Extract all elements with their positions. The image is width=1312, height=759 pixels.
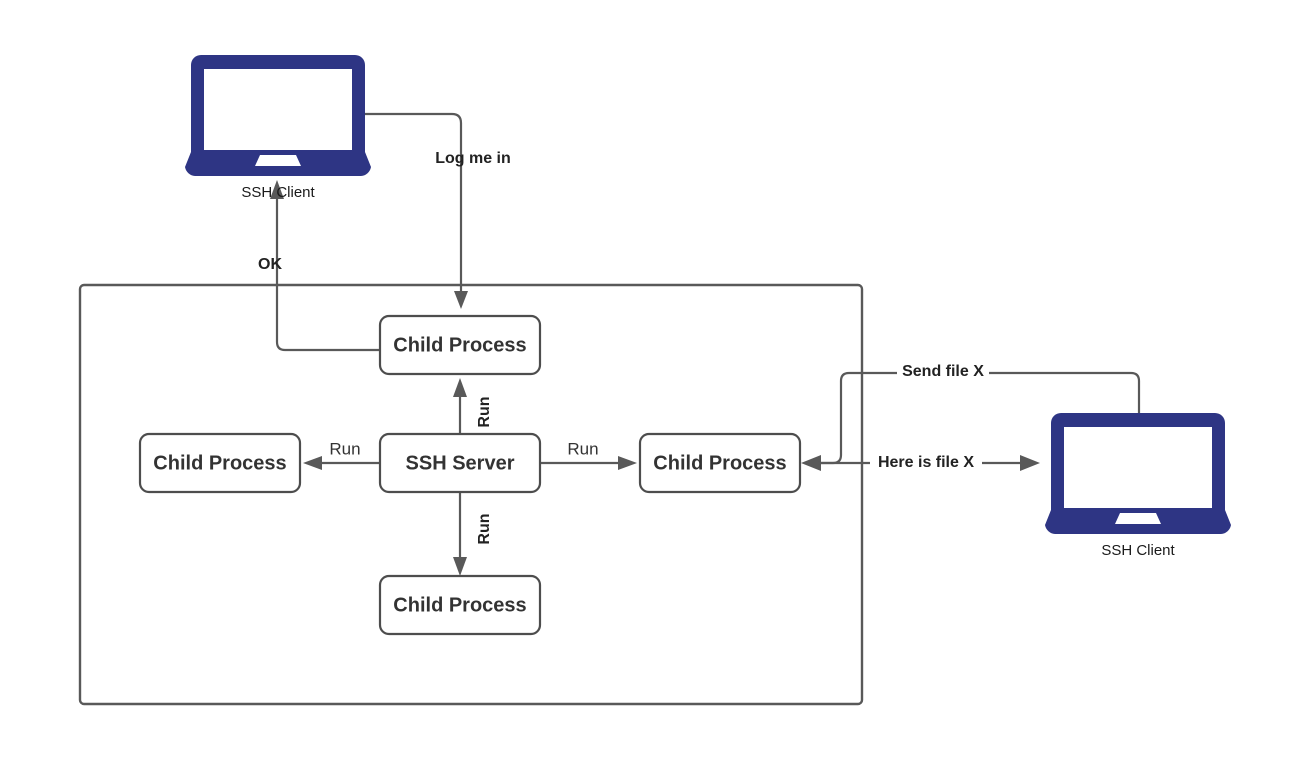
device-label-ssh-client-right: SSH Client [1101,542,1175,559]
laptop-trackpad-icon [255,155,301,166]
edge-label-ok: OK [258,256,282,273]
node-child-bottom-label: Child Process [393,594,526,616]
node-ssh-server[interactable]: SSH Server [378,432,542,494]
arrow-head-icon [270,180,284,199]
node-ssh-server-label: SSH Server [406,452,515,474]
node-child-top[interactable]: Child Process [378,314,542,376]
device-label-ssh-client-top: SSH Client [241,184,315,201]
arrow-head-icon [1020,455,1040,471]
device-ssh-client-right[interactable]: SSH Client [1045,413,1231,559]
edge-label-run-right: Run [567,439,598,458]
node-child-bottom-rect[interactable] [378,574,542,636]
arrow-head-icon [453,378,467,397]
edge-ok: OK [258,180,380,352]
edge-log-me-in: Log me in [358,112,511,309]
node-child-left[interactable]: Child Process [138,432,302,494]
arrow-head-icon [303,456,322,470]
edge-run-up: Run [453,378,493,434]
device-ssh-client-top[interactable]: SSH Client [185,55,371,201]
node-child-right-label: Child Process [653,452,786,474]
arrow-head-icon [454,291,468,309]
edge-run-left: Run [303,439,380,470]
edge-log-me-in-line [358,112,463,294]
edge-send-file-x-line [818,371,1141,465]
edge-label-log-me-in: Log me in [435,150,511,167]
edge-label-run-up: Run [476,396,493,427]
arrow-head-icon [618,456,637,470]
ssh-server-host-container [78,283,864,706]
node-child-left-label: Child Process [153,452,286,474]
edge-run-right: Run [540,439,637,470]
laptop-trackpad-icon [1115,513,1161,524]
edge-label-send-file-x-text: Send file X [902,363,984,380]
node-child-right-rect[interactable] [638,432,802,494]
node-child-right[interactable]: Child Process [638,432,802,494]
label-backing-here-is-file-x [870,453,982,473]
node-ssh-server-rect[interactable] [378,432,542,494]
laptop-icon[interactable] [191,55,365,156]
node-child-bottom[interactable]: Child Process [378,574,542,636]
laptop-icon[interactable] [1051,413,1225,514]
arrow-head-icon [801,455,821,471]
edge-label-run-down: Run [476,513,493,544]
edge-label-here-is-file-x: Here is file X [878,454,974,471]
edge-send-file-x: Send file X Send file X [801,362,1141,471]
label-backing-send-file-x [897,362,989,382]
edge-label-run-left: Run [329,439,360,458]
node-child-top-label: Child Process [393,334,526,356]
node-child-left-rect[interactable] [138,432,302,494]
edge-run-down: Run [453,492,493,576]
node-child-top-rect[interactable] [378,314,542,376]
edge-here-is-file-x: Here is file X [818,453,1040,473]
arrow-head-icon [453,557,467,576]
edge-ok-line [275,196,380,352]
